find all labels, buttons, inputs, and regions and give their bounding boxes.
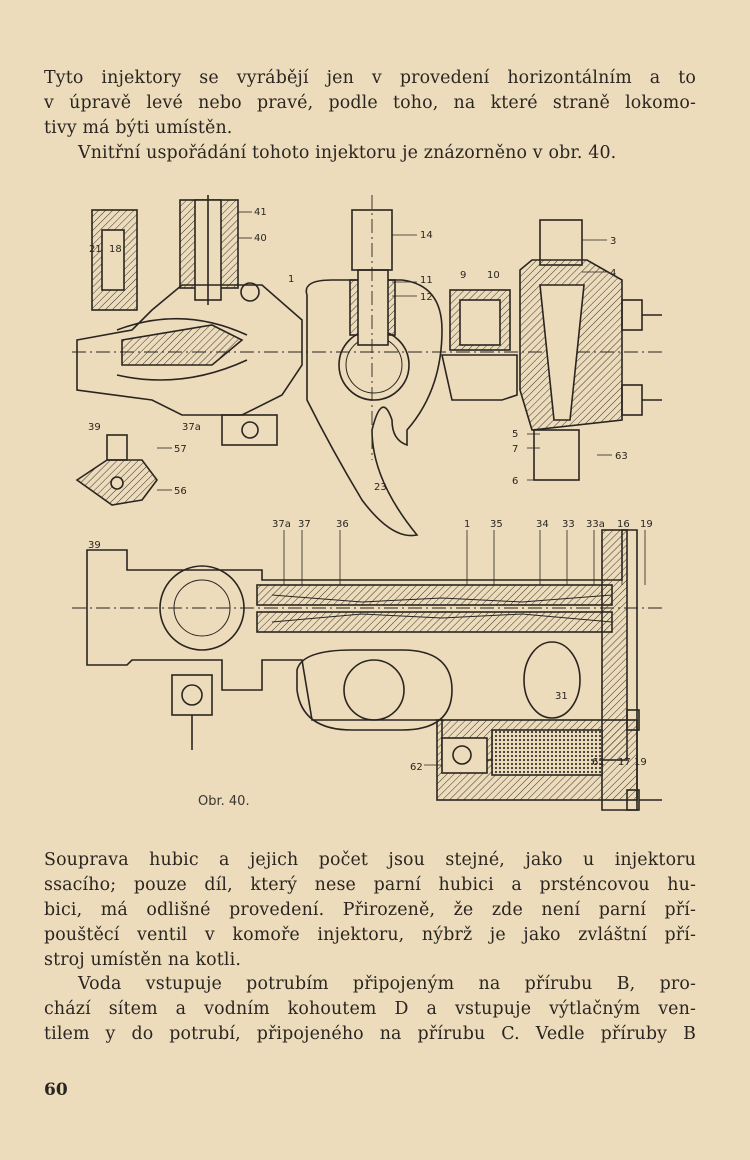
label-9: 9 <box>460 270 466 281</box>
text-line: tivy má býti umístěn. <box>44 118 233 138</box>
label-37a-top: 37a <box>182 422 201 433</box>
label-23: 23 <box>374 482 387 493</box>
label-41: 41 <box>254 207 267 218</box>
label-33a: 33a <box>586 519 605 530</box>
paragraph-water-flow: Voda vstupuje potrubím připojeným na pří… <box>44 972 696 1047</box>
text-line: stroj umístěn na kotli. <box>44 950 241 970</box>
label-61: 61 <box>592 757 605 768</box>
strainer-mesh <box>491 729 603 776</box>
label-56: 56 <box>174 486 187 497</box>
label-40: 40 <box>254 233 267 244</box>
drain-nut <box>533 429 580 481</box>
text-line: ssacího; pouze díl, který nese parní hub… <box>44 875 696 895</box>
bottom-flange <box>171 674 213 716</box>
label-36: 36 <box>336 519 349 530</box>
label-18: 18 <box>109 244 122 255</box>
label-33: 33 <box>562 519 575 530</box>
label-5: 5 <box>512 429 518 440</box>
paragraph-figure-reference: Vnitřní uspořádání tohoto injektoru je z… <box>44 141 696 166</box>
label-31: 31 <box>555 691 568 702</box>
label-4: 4 <box>610 268 616 279</box>
top-cap <box>539 219 583 266</box>
label-57: 57 <box>174 444 187 455</box>
label-10: 10 <box>487 270 500 281</box>
label-34: 34 <box>536 519 549 530</box>
label-37a-bottom: 37a <box>272 519 291 530</box>
paragraph-nozzles: Souprava hubic a jejich počet jsou stejn… <box>44 848 696 973</box>
label-7: 7 <box>512 444 518 455</box>
label-12: 12 <box>420 292 433 303</box>
label-39-top: 39 <box>88 422 101 433</box>
label-6: 6 <box>512 476 518 487</box>
label-62: 62 <box>410 762 423 773</box>
text-line: bici, má odlišné provedení. Přirozeně, ž… <box>44 900 696 920</box>
label-39-bottom: 39 <box>88 540 101 551</box>
injector-technical-drawing: 41 40 21 18 1 14 11 12 9 10 3 4 39 37a 5… <box>62 190 672 830</box>
label-3: 3 <box>610 236 616 247</box>
label-1-bottom: 1 <box>464 519 470 530</box>
label-11: 11 <box>420 275 433 286</box>
label-17: 17 <box>618 757 631 768</box>
text-line: v úpravě levé nebo pravé, podle toho, na… <box>44 93 696 113</box>
text-line: pouštěcí ventil v komoře injektoru, nýbr… <box>44 925 696 945</box>
label-19-bottom: 19 <box>634 757 647 768</box>
paragraph-intro: Tyto injektory se vyrábějí jen v provede… <box>44 66 696 141</box>
text-line: chází sítem a vodním kohoutem D a vstupu… <box>44 999 696 1019</box>
text-line: Tyto injektory se vyrábějí jen v provede… <box>44 68 696 88</box>
label-1-top: 1 <box>288 274 294 285</box>
label-63: 63 <box>615 451 628 462</box>
figure-caption: Obr. 40. <box>198 794 250 809</box>
text-line: Vnitřní uspořádání tohoto injektoru je z… <box>78 143 617 163</box>
page-number: 60 <box>44 1080 68 1100</box>
text-line: Voda vstupuje potrubím připojeným na pří… <box>78 974 696 994</box>
label-21: 21 <box>89 244 102 255</box>
injector-body-outline <box>76 284 303 416</box>
label-37: 37 <box>298 519 311 530</box>
text-line: tilem y do potrubí, připojeného na příru… <box>44 1024 696 1044</box>
label-19-top: 19 <box>640 519 653 530</box>
injector-drawing-svg: 41 40 21 18 1 14 11 12 9 10 3 4 39 37a 5… <box>72 195 662 811</box>
label-35: 35 <box>490 519 503 530</box>
delivery-chamber <box>305 279 443 537</box>
label-14: 14 <box>420 230 433 241</box>
text-line: Souprava hubic a jejich počet jsou stejn… <box>44 850 696 870</box>
label-16: 16 <box>617 519 630 530</box>
